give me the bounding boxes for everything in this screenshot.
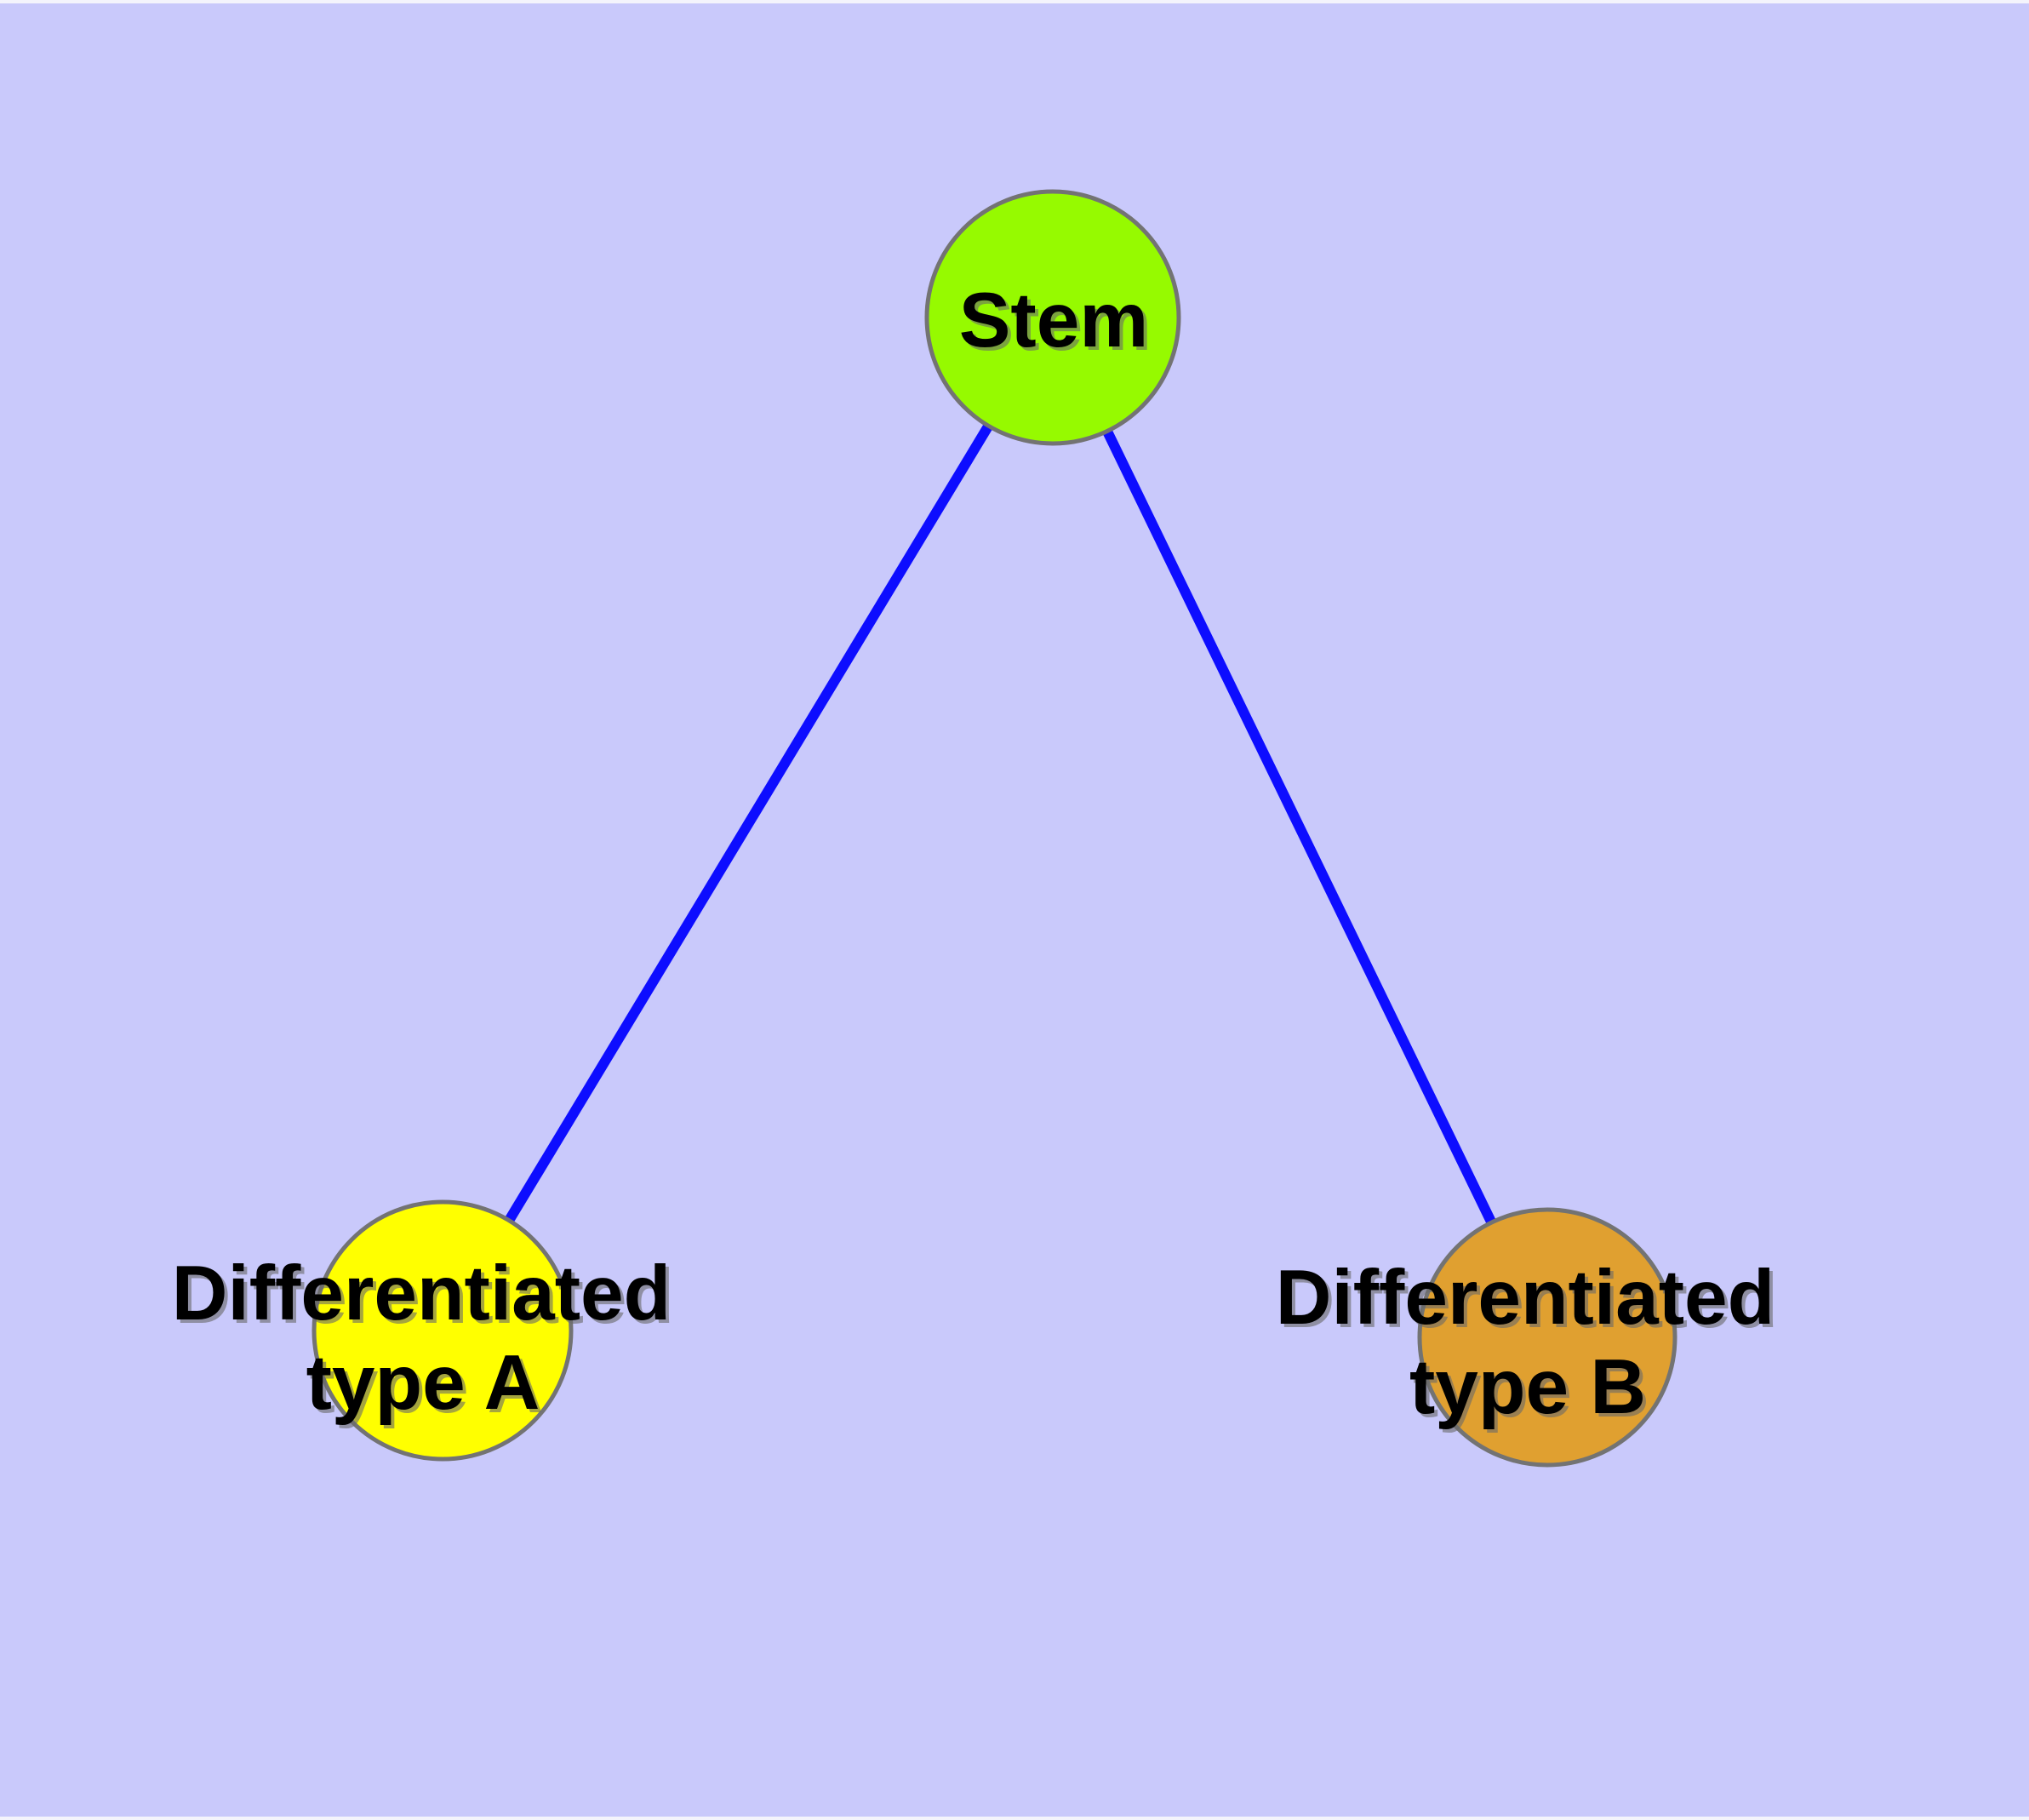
node-stem: Stem Stem [924,189,1181,446]
node-type-b-label-line1: Differentiated [1276,1255,1775,1341]
node-stem-circle [924,189,1181,446]
node-type-b-label-line1-shadow: Differentiated [1279,1258,1779,1344]
node-type-a-circle [311,1199,574,1462]
node-type-a-label-line2-shadow: type A [310,1343,544,1429]
node-type-a-label-line1: Differentiated [172,1251,672,1336]
edge-stem-to-type-a [437,316,1058,1334]
node-type-b-label-line2: type B [1409,1344,1646,1430]
node-type-b-circle [1417,1207,1677,1468]
node-differentiated-type-b: Differentiated Differentiated type B typ… [1276,1207,1779,1468]
node-stem-label: Stem [959,278,1149,363]
edge-stem-to-type-b [1048,317,1552,1340]
node-stem-label-shadow: Stem [963,281,1152,367]
node-type-a-label-line1-shadow: Differentiated [175,1254,675,1340]
node-type-b-label-line2-shadow: type B [1413,1348,1649,1434]
node-differentiated-type-a: Differentiated Differentiated type A typ… [172,1199,675,1462]
node-type-a-label-line2: type A [306,1340,540,1426]
